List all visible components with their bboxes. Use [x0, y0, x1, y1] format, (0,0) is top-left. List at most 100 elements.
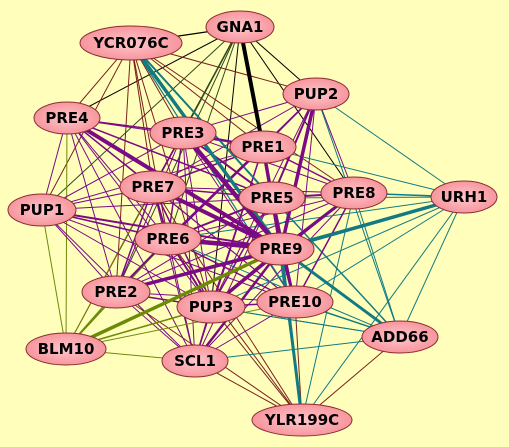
node-ycr076c[interactable]: YCR076C: [79, 25, 183, 61]
node-pre7[interactable]: PRE7: [119, 170, 187, 204]
node-add66[interactable]: ADD66: [361, 320, 439, 354]
edge-layer: [41, 25, 466, 422]
node-blm10[interactable]: BLM10: [25, 332, 107, 366]
edge-pre8-pre10: [294, 192, 355, 303]
edge-gna1-pre3: [182, 26, 241, 134]
node-label: GNA1: [217, 18, 264, 36]
node-label: PRE10: [268, 293, 322, 311]
node-label: PRE9: [259, 240, 302, 258]
node-pre9[interactable]: PRE9: [247, 232, 315, 266]
node-pre3[interactable]: PRE3: [149, 116, 217, 150]
edge-pre3-pup1: [41, 132, 184, 211]
node-shape: [238, 181, 306, 215]
node-shape: [176, 290, 246, 324]
edge-pup2-pre8: [315, 93, 355, 194]
node-urh1[interactable]: URH1: [430, 180, 498, 214]
node-label: SCL1: [174, 352, 216, 370]
node-shape: [119, 170, 187, 204]
edge-pre6-ylr199c: [167, 238, 303, 421]
node-label: PRE4: [45, 109, 88, 127]
edge-pre4-scl1: [66, 117, 196, 362]
node-shape: [7, 193, 77, 227]
edge-urh1-pre6: [167, 196, 465, 240]
edge-pre7-blm10: [65, 186, 154, 350]
node-pup1[interactable]: PUP1: [7, 193, 77, 227]
node-pre6[interactable]: PRE6: [134, 222, 202, 256]
node-shape: [33, 101, 101, 135]
edge-pre4-pre2: [66, 117, 117, 293]
node-label: PRE3: [161, 124, 204, 142]
edge-pre9-ylr199c: [279, 247, 304, 422]
node-shape: [251, 403, 353, 437]
node-gna1[interactable]: GNA1: [205, 10, 275, 44]
node-ylr199c[interactable]: YLR199C: [251, 403, 353, 437]
edge-ycr076c-pre9: [129, 41, 283, 251]
edge-pre10-blm10: [65, 301, 296, 350]
node-label: PRE2: [94, 283, 137, 301]
node-label: URH1: [441, 188, 488, 206]
edge-gna1-pup1: [41, 26, 241, 211]
edge-pre3-pre9: [180, 130, 284, 252]
edge-pre8-pre6: [167, 192, 355, 240]
edge-pup1-blm10: [41, 209, 67, 350]
node-shape: [205, 10, 275, 44]
edge-urh1-pre9: [279, 195, 466, 251]
node-pre1[interactable]: PRE1: [229, 130, 297, 164]
node-shape: [430, 180, 498, 214]
node-label: PUP1: [20, 201, 65, 219]
edge-pre1-urh1: [262, 146, 465, 198]
edge-ycr076c-pre8: [130, 42, 355, 194]
edge-pre5-add66: [271, 197, 401, 338]
node-shape: [282, 77, 350, 111]
edge-gna1-pup3: [210, 26, 241, 308]
node-shape: [25, 332, 107, 366]
node-pre8[interactable]: PRE8: [320, 176, 388, 210]
node-label: YLR199C: [264, 411, 339, 429]
node-label: PRE7: [131, 178, 174, 196]
node-shape: [361, 320, 439, 354]
edge-urh1-ylr199c: [301, 196, 465, 421]
node-shape: [79, 25, 183, 61]
edge-pre7-pre2: [115, 186, 154, 293]
edge-pre8-add66: [353, 192, 401, 338]
node-pup3[interactable]: PUP3: [176, 290, 246, 324]
node-shape: [134, 222, 202, 256]
edge-pre4-pre6: [66, 117, 169, 240]
edge-pup2-add66: [315, 93, 401, 338]
node-label: PUP3: [189, 298, 234, 316]
node-scl1[interactable]: SCL1: [161, 344, 229, 378]
node-label: ADD66: [371, 328, 428, 346]
node-label: PUP2: [294, 85, 339, 103]
edge-pup2-urh1: [315, 93, 465, 198]
edge-pre8-scl1: [194, 192, 355, 362]
node-shape: [149, 116, 217, 150]
edge-pre3-pup3: [182, 132, 212, 308]
edge-urh1-add66: [399, 196, 465, 338]
node-label: PRE5: [250, 189, 293, 207]
edge-pup3-ylr199c: [210, 306, 303, 421]
node-pre10[interactable]: PRE10: [256, 285, 334, 319]
node-pre2[interactable]: PRE2: [81, 275, 151, 309]
node-shape: [256, 285, 334, 319]
node-shape: [247, 232, 315, 266]
node-shape: [320, 176, 388, 210]
edge-pup1-pup3: [41, 209, 212, 308]
node-pup2[interactable]: PUP2: [282, 77, 350, 111]
node-pre5[interactable]: PRE5: [238, 181, 306, 215]
node-label: BLM10: [38, 340, 95, 358]
edge-gna1-pre1: [238, 25, 265, 149]
node-label: PRE8: [332, 184, 375, 202]
edge-gna1-pre2: [115, 26, 241, 293]
node-label: PRE1: [241, 138, 284, 156]
node-pre4[interactable]: PRE4: [33, 101, 101, 135]
edge-ycr076c-pre1: [130, 42, 264, 148]
edge-pre1-pre6: [166, 145, 265, 241]
edge-urh1-pre10: [294, 196, 465, 303]
node-label: PRE6: [146, 230, 189, 248]
node-shape: [161, 344, 229, 378]
node-label: YCR076C: [92, 34, 168, 52]
edge-pre7-scl1: [152, 186, 196, 362]
edge-pup2-pre9: [279, 92, 318, 251]
edge-urh1-pup3: [210, 196, 465, 308]
